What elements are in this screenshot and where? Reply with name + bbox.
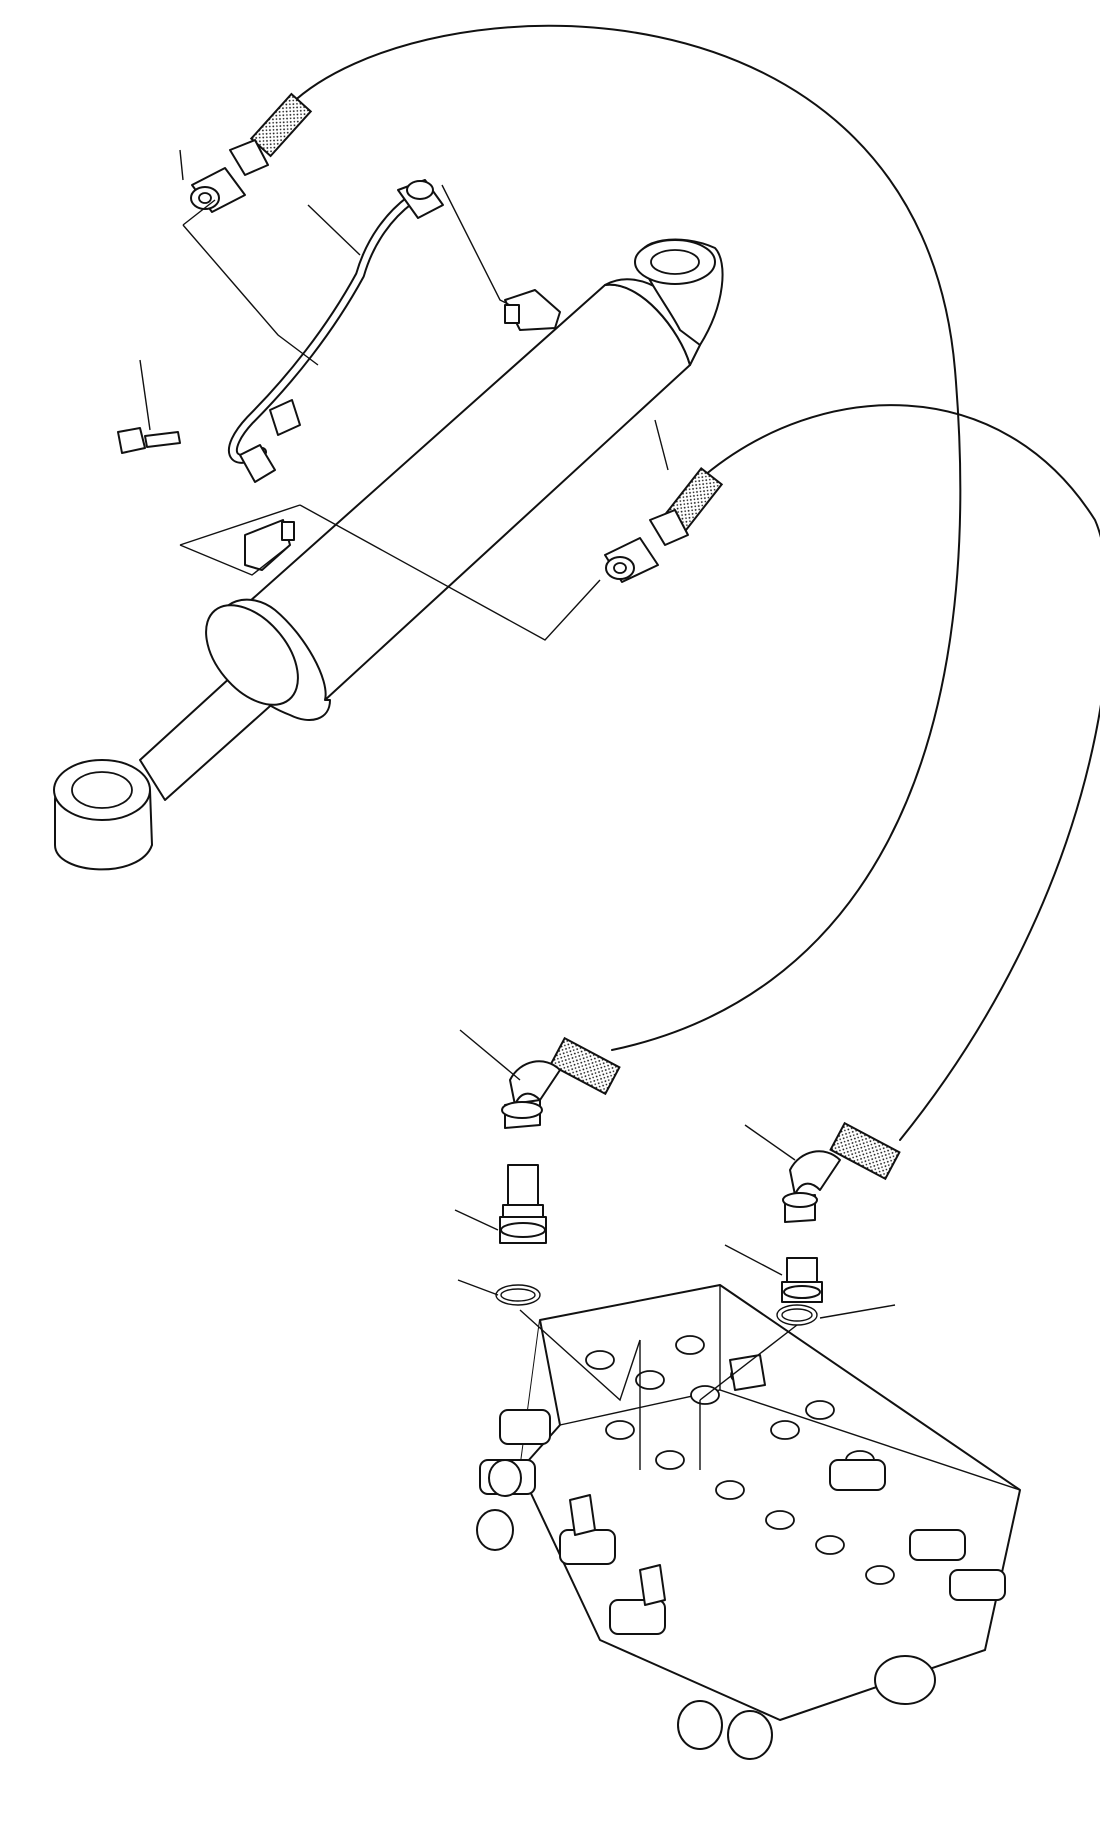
hose-end-middle [604,466,724,583]
callout-leader-5 [454,1209,499,1231]
callout-leader-10 [654,419,669,471]
tube-clamp [239,444,276,483]
o-ring-right-inner [781,1308,813,1322]
valve-spools-right [829,1459,1006,1705]
control-valve-bank [476,1284,1021,1760]
callout-leader-1 [179,149,184,181]
callout-leader-3 [139,359,151,431]
callout-leader-2 [307,204,361,256]
callout-leaders [139,149,896,1319]
callout-leader-6 [457,1279,499,1296]
o-ring-right [776,1304,818,1326]
o-ring-left-inner [500,1288,536,1302]
adapter-left [499,1164,547,1244]
steel-tube [227,179,444,464]
cylinder-head-face [205,604,299,706]
cylinder-port-lower [244,519,295,571]
callout-leader-8 [724,1244,783,1276]
flange-bolt [117,427,181,454]
long-hose-inner [704,404,1100,1141]
o-ring-left [495,1284,541,1306]
callout-leader-7 [744,1124,796,1161]
hose-end-top-left [190,92,313,213]
cylinder-port-upper [504,289,561,331]
valve-levers [569,1494,666,1606]
callout-leader-4 [459,1029,521,1081]
elbow-hose-end-left [501,1036,621,1129]
elbow-hose-end-right [782,1121,901,1223]
assembly-guide-lines [179,184,798,1470]
tube-nut-lower [269,399,301,436]
rod-eye [53,759,153,871]
long-hose-outer [289,24,962,1051]
adapter-right [781,1257,823,1303]
callout-leader-9 [819,1304,896,1319]
tube-nut-upper [397,179,444,219]
hydraulic-cylinder [53,238,724,871]
relief-valve-cap [729,1354,766,1391]
clevis-eye [634,238,724,346]
